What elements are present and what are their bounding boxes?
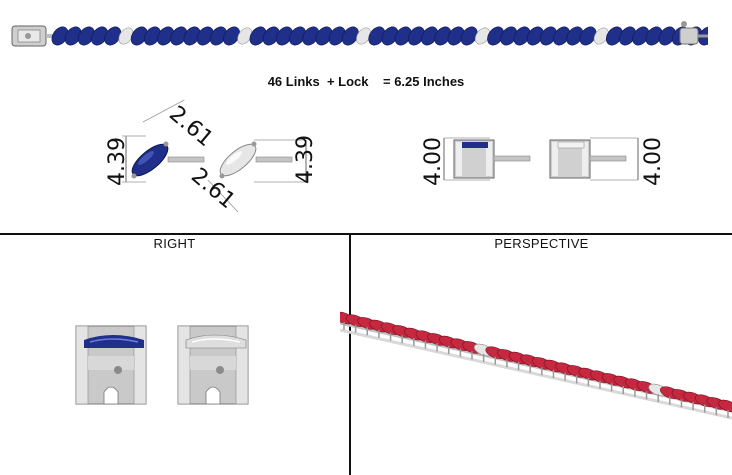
dim-sapphire-height: 4.00	[421, 137, 446, 186]
sapphire-stone	[579, 26, 597, 46]
diamond-side-dimension: 4.00	[549, 137, 666, 186]
sapphire-link-side	[75, 325, 147, 405]
clasp-tongue	[679, 21, 708, 45]
diamond-link-side	[177, 325, 249, 405]
right-view-label: RIGHT	[153, 236, 196, 251]
ruby-row	[340, 311, 732, 418]
sapphire-stone	[460, 26, 478, 46]
dim-sapphire-width: 4.39	[105, 137, 130, 186]
dim-diamond-width: 4.39	[293, 135, 318, 184]
links-count: 46 Links	[267, 74, 320, 89]
lock-text: + Lock	[326, 74, 369, 89]
sapphire-stone	[104, 26, 122, 46]
dim-diamond-height: 4.00	[641, 137, 666, 186]
length-text: 6.25 Inches	[394, 74, 465, 89]
perspective-view-render	[340, 311, 732, 420]
bracelet-spec: 46 Links + Lock = 6.25 Inches	[0, 74, 732, 89]
sapphire-side-dimension: 4.00	[421, 137, 531, 186]
stone-row	[51, 26, 708, 46]
sapphire-stone	[223, 26, 241, 46]
perspective-view-label: PERSPECTIVE	[494, 236, 589, 251]
panel-divider-vertical	[349, 233, 351, 475]
ruby-stone	[718, 399, 732, 413]
right-view-render	[75, 325, 249, 405]
panel-divider-horizontal	[0, 233, 732, 235]
dim-sapphire-length: 2.61	[164, 101, 218, 152]
top-view-panel: 46 Links + Lock = 6.25 Inches 4.39 2.61	[0, 0, 732, 234]
dimension-drawings: 4.39 2.61 4.39 2.61 4.00	[105, 100, 666, 214]
equals-sign: =	[382, 74, 391, 89]
clasp-lock	[11, 25, 47, 47]
bracelet-top-view	[11, 21, 708, 47]
sapphire-stone	[341, 26, 359, 46]
